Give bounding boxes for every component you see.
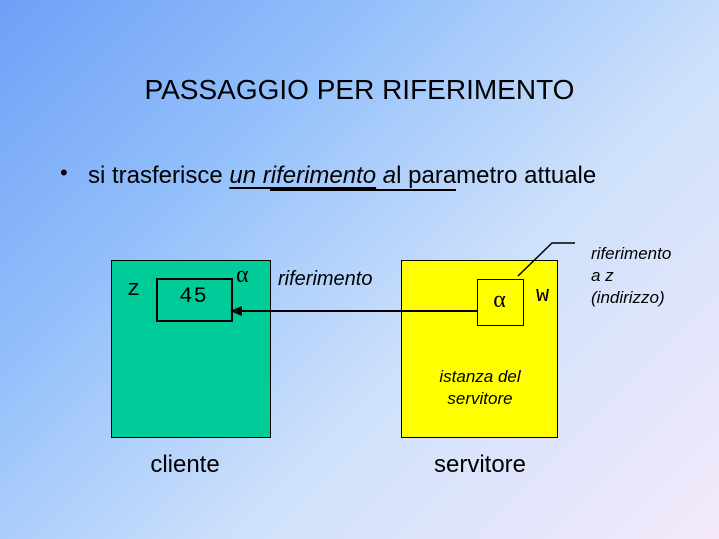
callout-leader-line [517,242,575,277]
slide-title: PASSAGGIO PER RIFERIMENTO [144,74,575,105]
server-reference-value: α [493,287,506,313]
bullet-text: si trasferisce un riferimento al paramet… [88,160,688,192]
client-value-cell [156,278,233,322]
client-address-symbol: α [236,262,249,288]
callout-note: riferimento a z (indirizzo) [591,244,672,307]
bullet-icon: • [60,160,68,185]
server-instance-label-line1: istanza del [439,367,521,386]
server-variable-name: w [536,283,550,308]
bullet-text-italic: a [376,162,397,189]
server-instance-label-line2: servitore [447,389,513,408]
arrow-label: riferimento [278,268,373,290]
server-reference-cell [477,279,524,326]
bullet-text-end: l parametro attuale [396,162,597,189]
client-caption: cliente [150,451,220,478]
server-caption: servitore [433,451,527,478]
client-value: 45 [179,284,208,309]
server-instance-label: istanza del servitore [401,366,559,410]
client-variable-name: z [127,277,141,302]
bullet-text-start: si trasferisce [88,162,230,189]
bullet-text-underlined: un riferimento [229,162,377,189]
